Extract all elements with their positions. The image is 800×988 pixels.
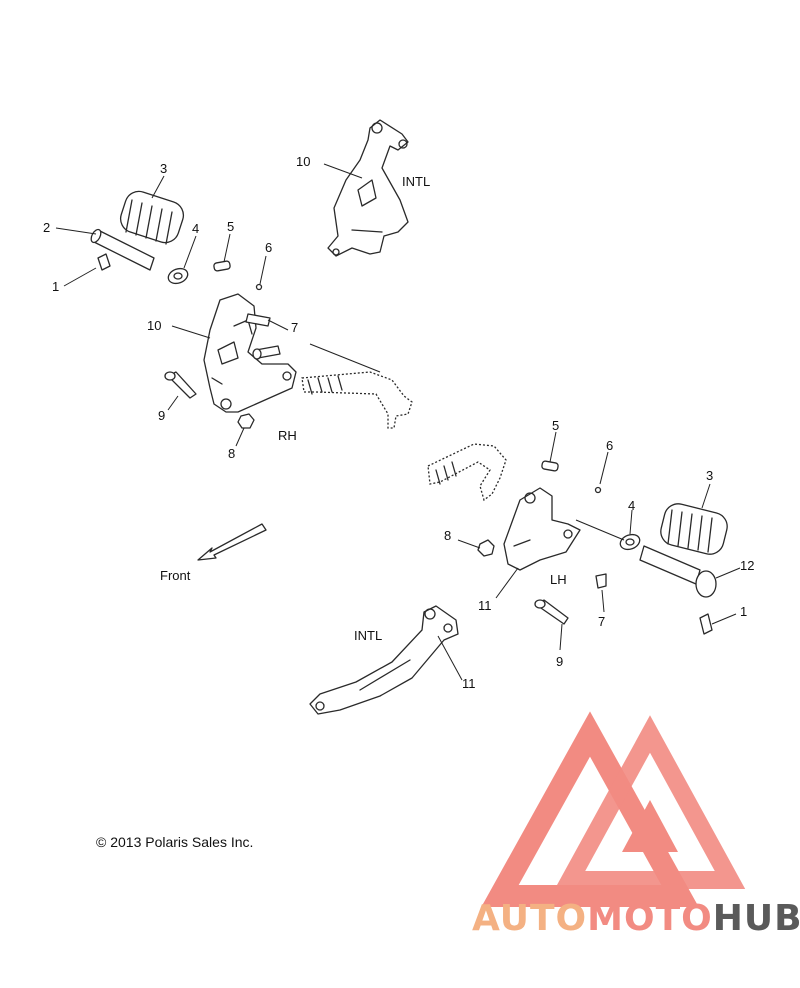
intl-bracket-top	[327, 119, 409, 257]
callout-intl-top-10: 10	[296, 154, 310, 169]
lh-footpeg-rubber	[660, 503, 728, 555]
wordmark-moto: MOTO	[587, 898, 713, 939]
rh-shift-lever	[301, 371, 413, 429]
callouts: 1 2 3 4 5 6 10 7 9 8 10 5 6 3 4 8 12 11 …	[43, 154, 754, 691]
callout-intl-bottom-11: 11	[462, 676, 476, 691]
label-rh: RH	[278, 428, 297, 443]
callout-lh-1: 1	[740, 604, 747, 619]
lh-nut	[477, 539, 495, 557]
callout-lh-6: 6	[606, 438, 613, 453]
callout-rh-2: 2	[43, 220, 50, 235]
callout-rh-1: 1	[52, 279, 59, 294]
rh-bracket	[203, 293, 297, 413]
callout-lh-3: 3	[706, 468, 713, 483]
rh-footpeg-shaft	[90, 228, 155, 271]
lh-bracket	[503, 487, 581, 571]
lh-pin	[541, 460, 559, 472]
copyright-notice: © 2013 Polaris Sales Inc.	[96, 834, 254, 850]
lh-washer	[619, 533, 641, 551]
callout-lh-11: 11	[478, 598, 492, 613]
automotohub-logo-mark	[481, 711, 746, 907]
rh-clip	[255, 283, 263, 291]
callout-lh-7: 7	[598, 614, 605, 629]
rh-bolt	[164, 371, 197, 399]
callout-rh-7: 7	[291, 320, 298, 335]
rh-bolt-7	[252, 345, 281, 360]
label-intl-bottom: INTL	[354, 628, 382, 643]
callout-rh-8: 8	[228, 446, 235, 461]
callout-rh-5: 5	[227, 219, 234, 234]
rh-nut	[237, 413, 255, 429]
intl-bracket-bottom	[309, 605, 459, 715]
rh-washer	[167, 267, 189, 285]
automotohub-wordmark: AUTOMOTOHUB	[472, 898, 800, 939]
lh-footpeg-shaft	[639, 545, 717, 598]
label-front: Front	[160, 568, 191, 583]
wordmark-auto: AUTO	[472, 898, 588, 939]
wordmark-hub: HUB	[712, 898, 800, 939]
label-lh: LH	[550, 572, 567, 587]
callout-rh-4: 4	[192, 221, 199, 236]
leader-lines	[55, 163, 741, 681]
callout-lh-8: 8	[444, 528, 451, 543]
callout-lh-9: 9	[556, 654, 563, 669]
rh-pin-upper	[245, 313, 271, 327]
rh-cotter-pin	[97, 253, 111, 271]
lh-bolt-7	[595, 573, 607, 589]
callout-rh-3: 3	[160, 161, 167, 176]
callout-rh-6: 6	[265, 240, 272, 255]
callout-rh-10: 10	[147, 318, 161, 333]
label-intl-top: INTL	[402, 174, 430, 189]
callout-rh-9: 9	[158, 408, 165, 423]
front-arrow	[197, 523, 267, 561]
lh-cotter-pin	[699, 613, 713, 635]
rh-pin	[213, 260, 231, 272]
lh-clip	[594, 486, 602, 494]
lh-bolt-9	[534, 599, 569, 625]
rh-footpeg-rubber	[119, 190, 185, 245]
callout-lh-4: 4	[628, 498, 635, 513]
callout-lh-12: 12	[740, 558, 754, 573]
callout-lh-5: 5	[552, 418, 559, 433]
lh-shift-lever	[427, 443, 507, 502]
